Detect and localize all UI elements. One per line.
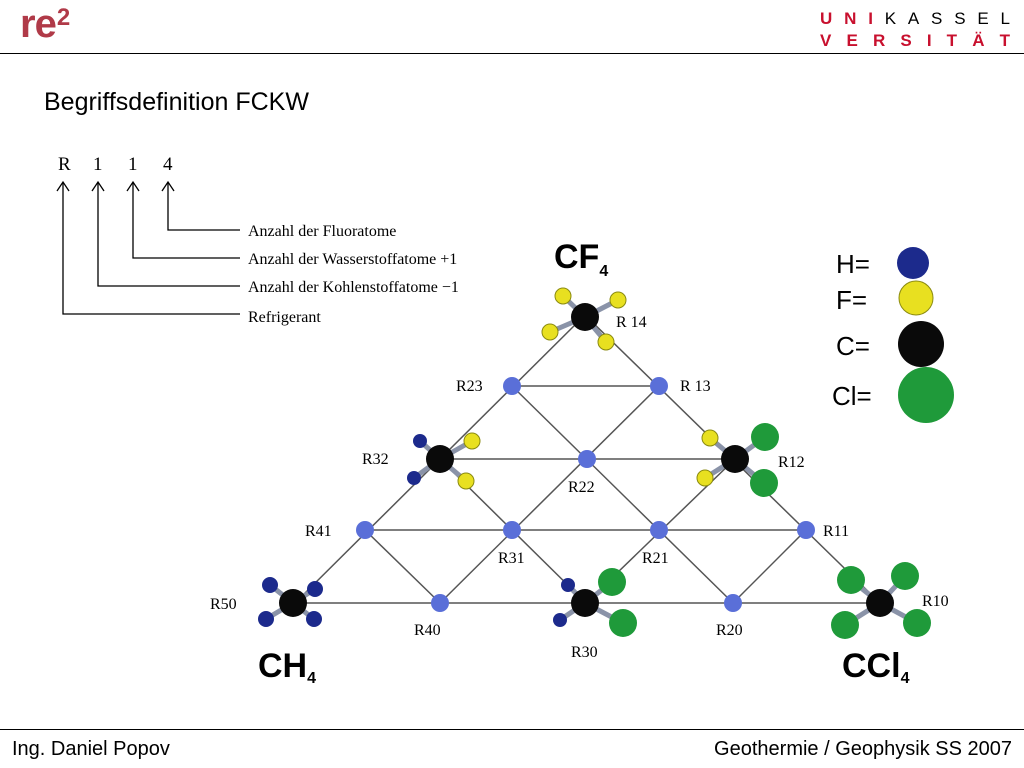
legend-cl-label: Cl= — [832, 381, 872, 411]
node-r11 — [797, 521, 815, 539]
slide-title: Begriffsdefinition FCKW — [44, 88, 309, 116]
scheme-arrows — [56, 180, 240, 315]
node-r31 — [503, 521, 521, 539]
molecule-r32 — [407, 432, 481, 490]
node-r20 — [724, 594, 742, 612]
atom-legend: H= F= C= Cl= — [832, 247, 954, 423]
corner-formulas: CF4 CH4 CCl4 — [258, 238, 910, 687]
label-r30: R30 — [571, 644, 598, 661]
footer-course: Geothermie / Geophysik SS 2007 — [714, 738, 1012, 760]
formula-cf4: CF4 — [554, 238, 608, 280]
carbon-atom-icon — [898, 321, 944, 367]
label-carbon-count: Anzahl der Kohlenstoffatome −1 — [248, 279, 459, 296]
hydrogen-atom-icon — [897, 247, 929, 279]
node-labels: R 14 R23 R 13 R32 R22 R12 R41 R31 R21 R1… — [210, 314, 949, 661]
label-r12: R12 — [778, 454, 805, 471]
label-fluorine-count: Anzahl der Fluoratome — [248, 223, 396, 240]
letter-4: 4 — [163, 154, 173, 175]
label-r31: R31 — [498, 550, 525, 567]
chlorine-atom-icon — [898, 367, 954, 423]
node-r23 — [503, 377, 521, 395]
label-r10: R10 — [922, 593, 949, 610]
letter-1b: 1 — [128, 154, 138, 175]
label-r40: R40 — [414, 622, 441, 639]
header-divider — [0, 53, 1024, 54]
molecule-r12 — [696, 423, 779, 497]
node-r22 — [578, 450, 596, 468]
label-r13: R 13 — [680, 378, 711, 395]
label-r22: R22 — [568, 479, 595, 496]
label-r20: R20 — [716, 622, 743, 639]
formula-ch4: CH4 — [258, 647, 316, 687]
label-r21: R21 — [642, 550, 669, 567]
label-r32: R32 — [362, 451, 389, 468]
label-r23: R23 — [456, 378, 483, 395]
label-refrigerant: Refrigerant — [248, 309, 321, 326]
molecule-r14 — [541, 287, 627, 351]
re2-logo: re2 — [20, 2, 70, 46]
legend-f-label: F= — [836, 285, 867, 315]
molecule-r30 — [553, 568, 637, 637]
footer-divider — [0, 729, 1024, 730]
lattice-nodes — [356, 377, 815, 612]
naming-scheme: R 1 1 4 Anzahl der Fluoratome Anzahl der… — [56, 154, 459, 326]
molecule-r50 — [258, 577, 323, 627]
legend-h-label: H= — [836, 249, 870, 279]
letter-r: R — [58, 154, 71, 175]
formula-ccl4: CCl4 — [842, 647, 910, 687]
label-r14: R 14 — [616, 314, 647, 331]
node-r40 — [431, 594, 449, 612]
label-hydrogen-count: Anzahl der Wasserstoffatome +1 — [248, 251, 457, 268]
node-r41 — [356, 521, 374, 539]
node-r21 — [650, 521, 668, 539]
label-r11: R11 — [823, 523, 849, 540]
fluorine-atom-icon — [898, 280, 934, 316]
label-r41: R41 — [305, 523, 332, 540]
molecule-r10 — [831, 562, 931, 639]
label-r50: R50 — [210, 596, 237, 613]
letter-1a: 1 — [93, 154, 103, 175]
footer-author: Ing. Daniel Popov — [12, 738, 170, 760]
legend-c-label: C= — [836, 331, 870, 361]
node-r13 — [650, 377, 668, 395]
